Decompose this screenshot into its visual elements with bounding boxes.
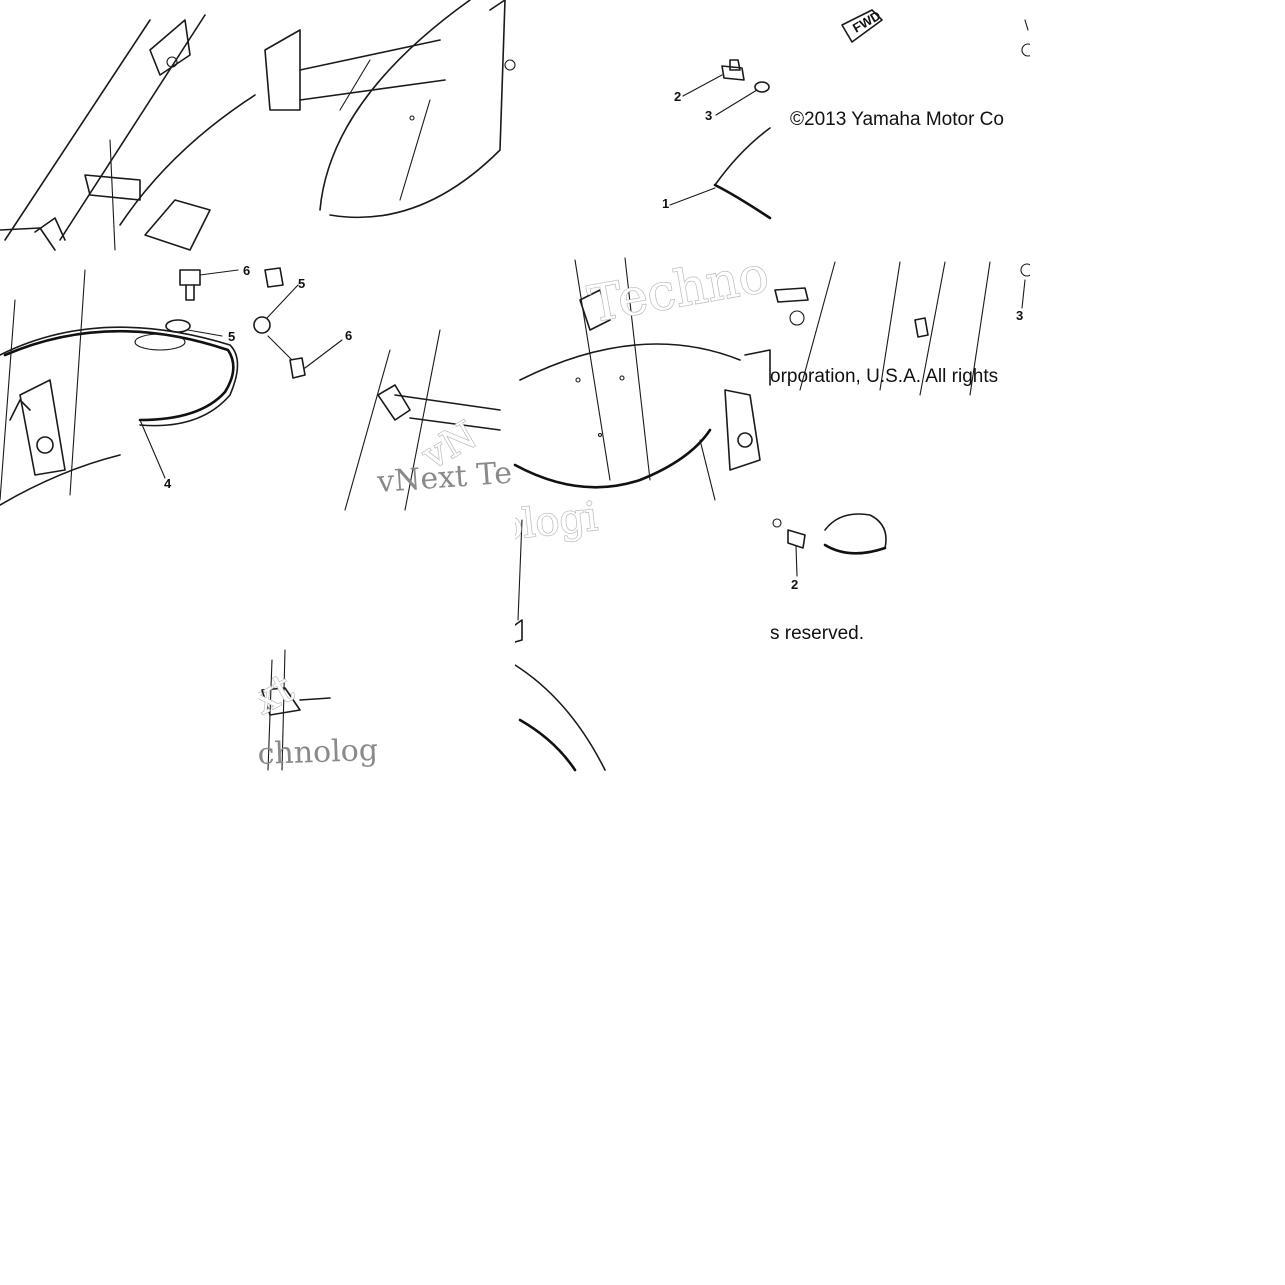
fork-tubes-right [774, 261, 1034, 396]
collar [264, 267, 284, 288]
watermark-5: chnolog [257, 733, 379, 772]
callout-5-left: 5 [228, 329, 235, 344]
callout-3-upper: 3 [705, 108, 712, 123]
copyright-line-2: orporation, U.S.A. All rights [770, 366, 998, 387]
fork-upper-center [264, 0, 516, 219]
collar-5 [253, 316, 271, 334]
front-fender-left [0, 269, 239, 506]
bolt-2-upper [721, 65, 745, 81]
callout-2-lower: 2 [791, 577, 798, 592]
callout-3-right: 3 [1016, 308, 1023, 323]
watermark-1: Techno [584, 245, 773, 334]
bolt-6-lower [289, 357, 306, 379]
fender-bolt-assembly [669, 59, 772, 220]
fender-tip-bolt [772, 513, 887, 577]
callout-1: 1 [662, 196, 669, 211]
copyright-line-3: s reserved. [770, 623, 864, 644]
callout-labels: 1 2 2 3 3 4 5 5 6 6 [164, 89, 1023, 592]
callout-6-left: 6 [243, 263, 250, 278]
front-fender-right [513, 257, 771, 501]
copyright-line-1: ©2013 Yamaha Motor Co [790, 109, 1004, 130]
fork-lower-left [261, 649, 331, 771]
bolt-6 [179, 269, 201, 286]
fwd-arrow: FWD [841, 8, 1035, 57]
callout-6-right: 6 [345, 328, 352, 343]
collar-bolt-group [253, 267, 501, 511]
callout-2-upper: 2 [674, 89, 681, 104]
callout-4: 4 [164, 476, 172, 491]
fender-lower-right [514, 519, 606, 772]
bolt-2-lower [787, 529, 806, 549]
callout-5-right: 5 [298, 276, 305, 291]
washer-5 [165, 319, 191, 333]
copyright-text: ©2013 Yamaha Motor Co orporation, U.S.A.… [770, 109, 1004, 644]
washer-3-upper [754, 81, 770, 93]
fork-tubes-upper-left [0, 14, 256, 251]
